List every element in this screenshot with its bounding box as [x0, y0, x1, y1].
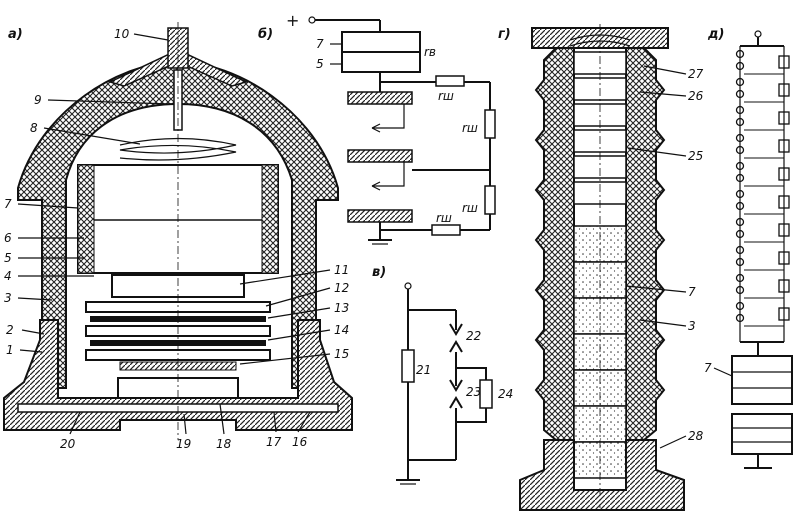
label-28: 28 — [688, 429, 704, 443]
schematic-v: в) 21 22 23 24 — [372, 265, 513, 485]
label-rsh-3: rш — [462, 201, 478, 215]
label-16: 16 — [292, 435, 308, 449]
porcelain-sheds-left — [534, 47, 575, 441]
label-3: 3 — [4, 291, 12, 305]
label-5: 5 — [4, 251, 12, 265]
panel-label-b: б) — [258, 27, 273, 42]
panel-label-v: в) — [372, 265, 386, 280]
column-base — [519, 439, 685, 511]
resistor-block-d-1 — [731, 355, 793, 405]
label-1: 1 — [6, 343, 14, 357]
panel-label-g: г) — [498, 27, 511, 42]
label-27: 27 — [688, 67, 704, 81]
panel-label-a: а) — [8, 27, 23, 42]
label-d-7: 7 — [704, 361, 712, 375]
gap-chain — [735, 49, 790, 327]
resistor-block-d-2 — [731, 413, 793, 455]
arrester-column-g: г) — [498, 24, 704, 511]
schematic-b: б) + 7 5 rв rш rш rш — [258, 11, 496, 245]
label-2: 2 — [6, 323, 14, 337]
resistor-rsh-1 — [435, 75, 465, 87]
label-b-5: 5 — [316, 57, 324, 71]
label-g-3: 3 — [688, 319, 696, 333]
label-26: 26 — [688, 89, 704, 103]
label-6: 6 — [4, 231, 12, 245]
label-12: 12 — [334, 281, 349, 295]
label-24: 24 — [498, 387, 513, 401]
label-19: 19 — [176, 437, 191, 451]
label-10: 10 — [114, 27, 130, 41]
label-15: 15 — [334, 347, 349, 361]
schematic-d: д) 7 — [704, 27, 793, 469]
label-14: 14 — [334, 323, 349, 337]
terminal-node-v — [404, 282, 412, 290]
base-flange — [3, 319, 353, 431]
resistor-24 — [479, 379, 493, 409]
arrester-section-a: 1 2 3 4 5 6 7 8 9 10 11 12 13 14 15 16 1… — [3, 22, 353, 451]
label-17: 17 — [266, 435, 282, 449]
electrode-1 — [347, 91, 413, 105]
electrode-2 — [347, 149, 413, 163]
label-rsh-2: rш — [462, 121, 478, 135]
label-9: 9 — [34, 93, 42, 107]
resistor-rsh-3 — [484, 185, 496, 215]
spring — [119, 137, 237, 161]
label-13: 13 — [334, 301, 349, 315]
label-18: 18 — [216, 437, 232, 451]
label-11: 11 — [334, 263, 349, 277]
label-g-7: 7 — [688, 285, 696, 299]
label-21: 21 — [416, 363, 431, 377]
terminal-node-d — [754, 30, 762, 38]
label-rsh-1: rш — [438, 89, 454, 103]
resistor-rsh-4 — [431, 224, 461, 236]
label-4: 4 — [4, 269, 12, 283]
label-rv: rв — [424, 45, 436, 59]
label-22: 22 — [466, 329, 481, 343]
porcelain-sheds-right — [625, 47, 666, 441]
panel-label-d: д) — [707, 27, 724, 42]
electrode-3 — [347, 209, 413, 223]
label-23: 23 — [466, 385, 481, 399]
plus-sign: + — [286, 11, 299, 30]
label-8: 8 — [30, 121, 38, 135]
label-b-7: 7 — [316, 37, 324, 51]
resistor-21 — [401, 349, 415, 383]
label-20: 20 — [60, 437, 76, 451]
terminal-node-b — [308, 16, 316, 24]
label-rsh-4: rш — [436, 211, 452, 225]
label-25: 25 — [688, 149, 703, 163]
resistor-rsh-2 — [484, 109, 496, 139]
label-7: 7 — [4, 197, 12, 211]
